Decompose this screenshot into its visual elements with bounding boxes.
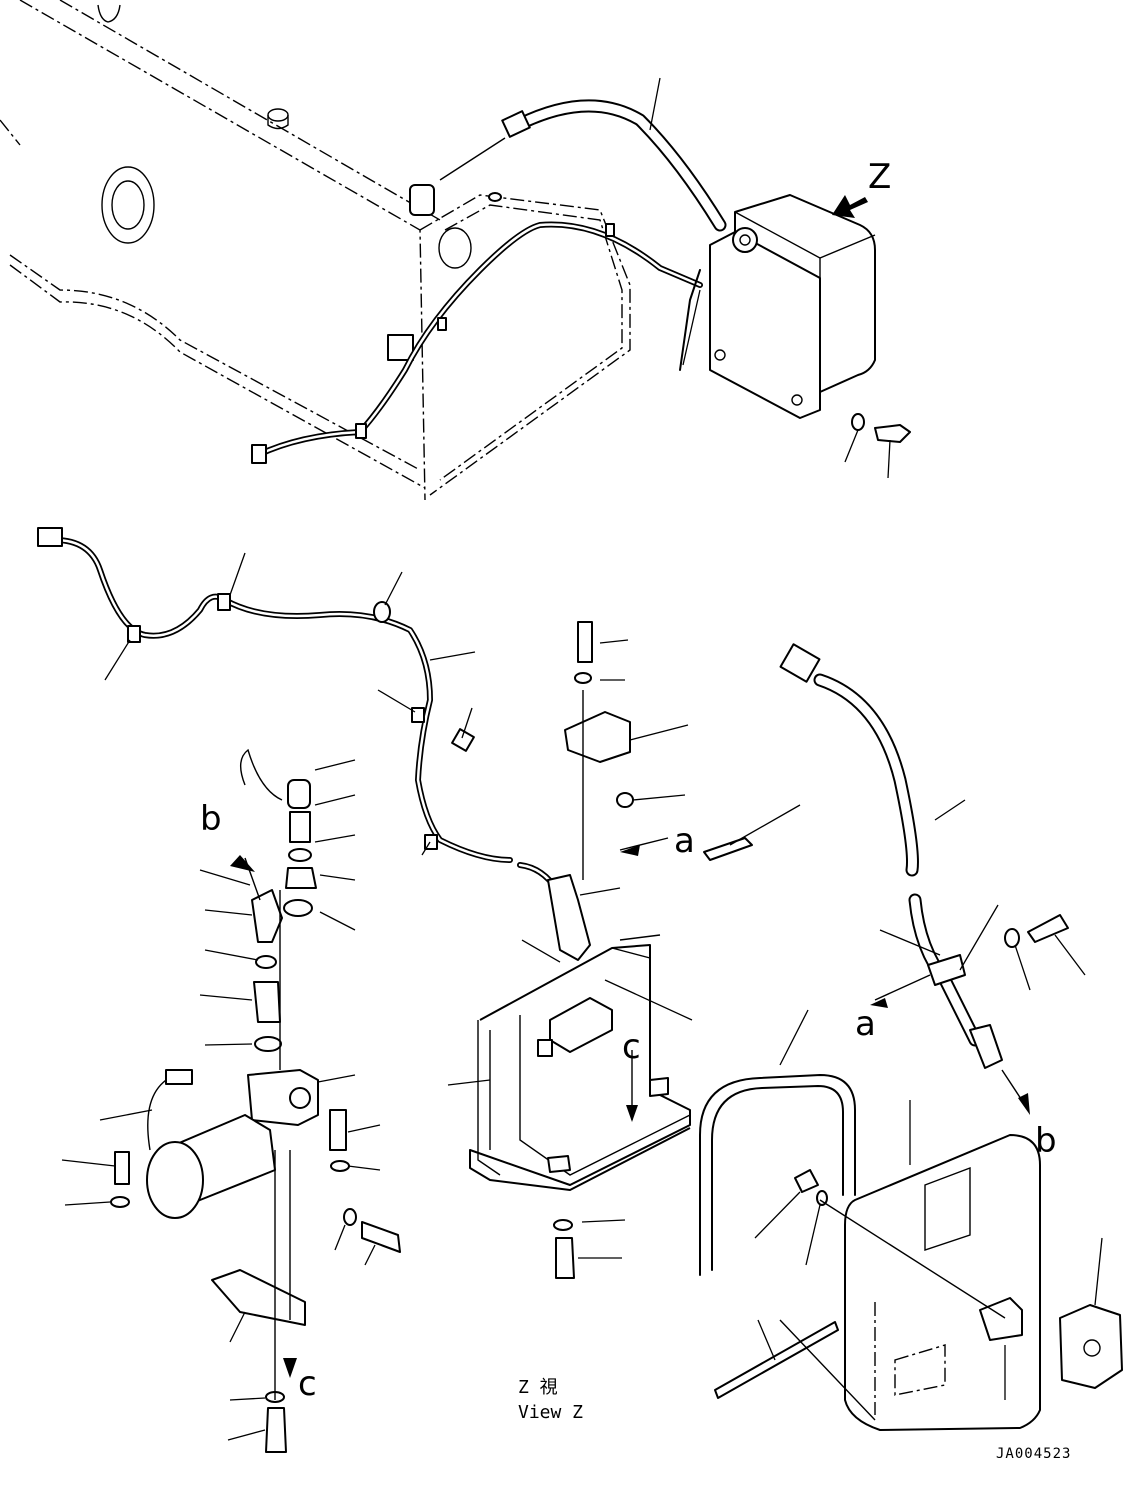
wire-harness-top [251, 221, 703, 464]
mounting-bracket: a c [447, 621, 801, 1279]
wire-harness-main [37, 527, 563, 898]
controller-cover [754, 1100, 1123, 1431]
ref-c-top: c [622, 1027, 641, 1067]
drawing-code: JA004523 [996, 1446, 1071, 1462]
caption-line-2: View Z [518, 1402, 583, 1423]
pump-stack: b c [61, 748, 401, 1453]
relay-box [387, 334, 414, 361]
ref-b-bottom: b [1035, 1121, 1057, 1161]
view-z-arrow: Z [832, 157, 891, 218]
view-marker-z: Z [868, 157, 891, 197]
ref-b-top: b [200, 799, 222, 839]
fuel-tank [0, 0, 631, 501]
fuel-hose-right: a b [779, 643, 1086, 1161]
tank-plug [267, 108, 289, 122]
caption-line-1: Z 視 [518, 1377, 558, 1398]
view-caption: Z 視 View Z [518, 1377, 583, 1423]
ref-c-bottom: c [298, 1364, 317, 1404]
ref-a-bottom: a [855, 1004, 876, 1044]
fuel-hose-top [439, 99, 727, 232]
tank-port-ring [101, 166, 155, 244]
controller-box-top [649, 77, 911, 479]
ref-a-top: a [674, 821, 695, 861]
gasket-seal [699, 1009, 856, 1399]
tank-gauge [438, 227, 472, 269]
